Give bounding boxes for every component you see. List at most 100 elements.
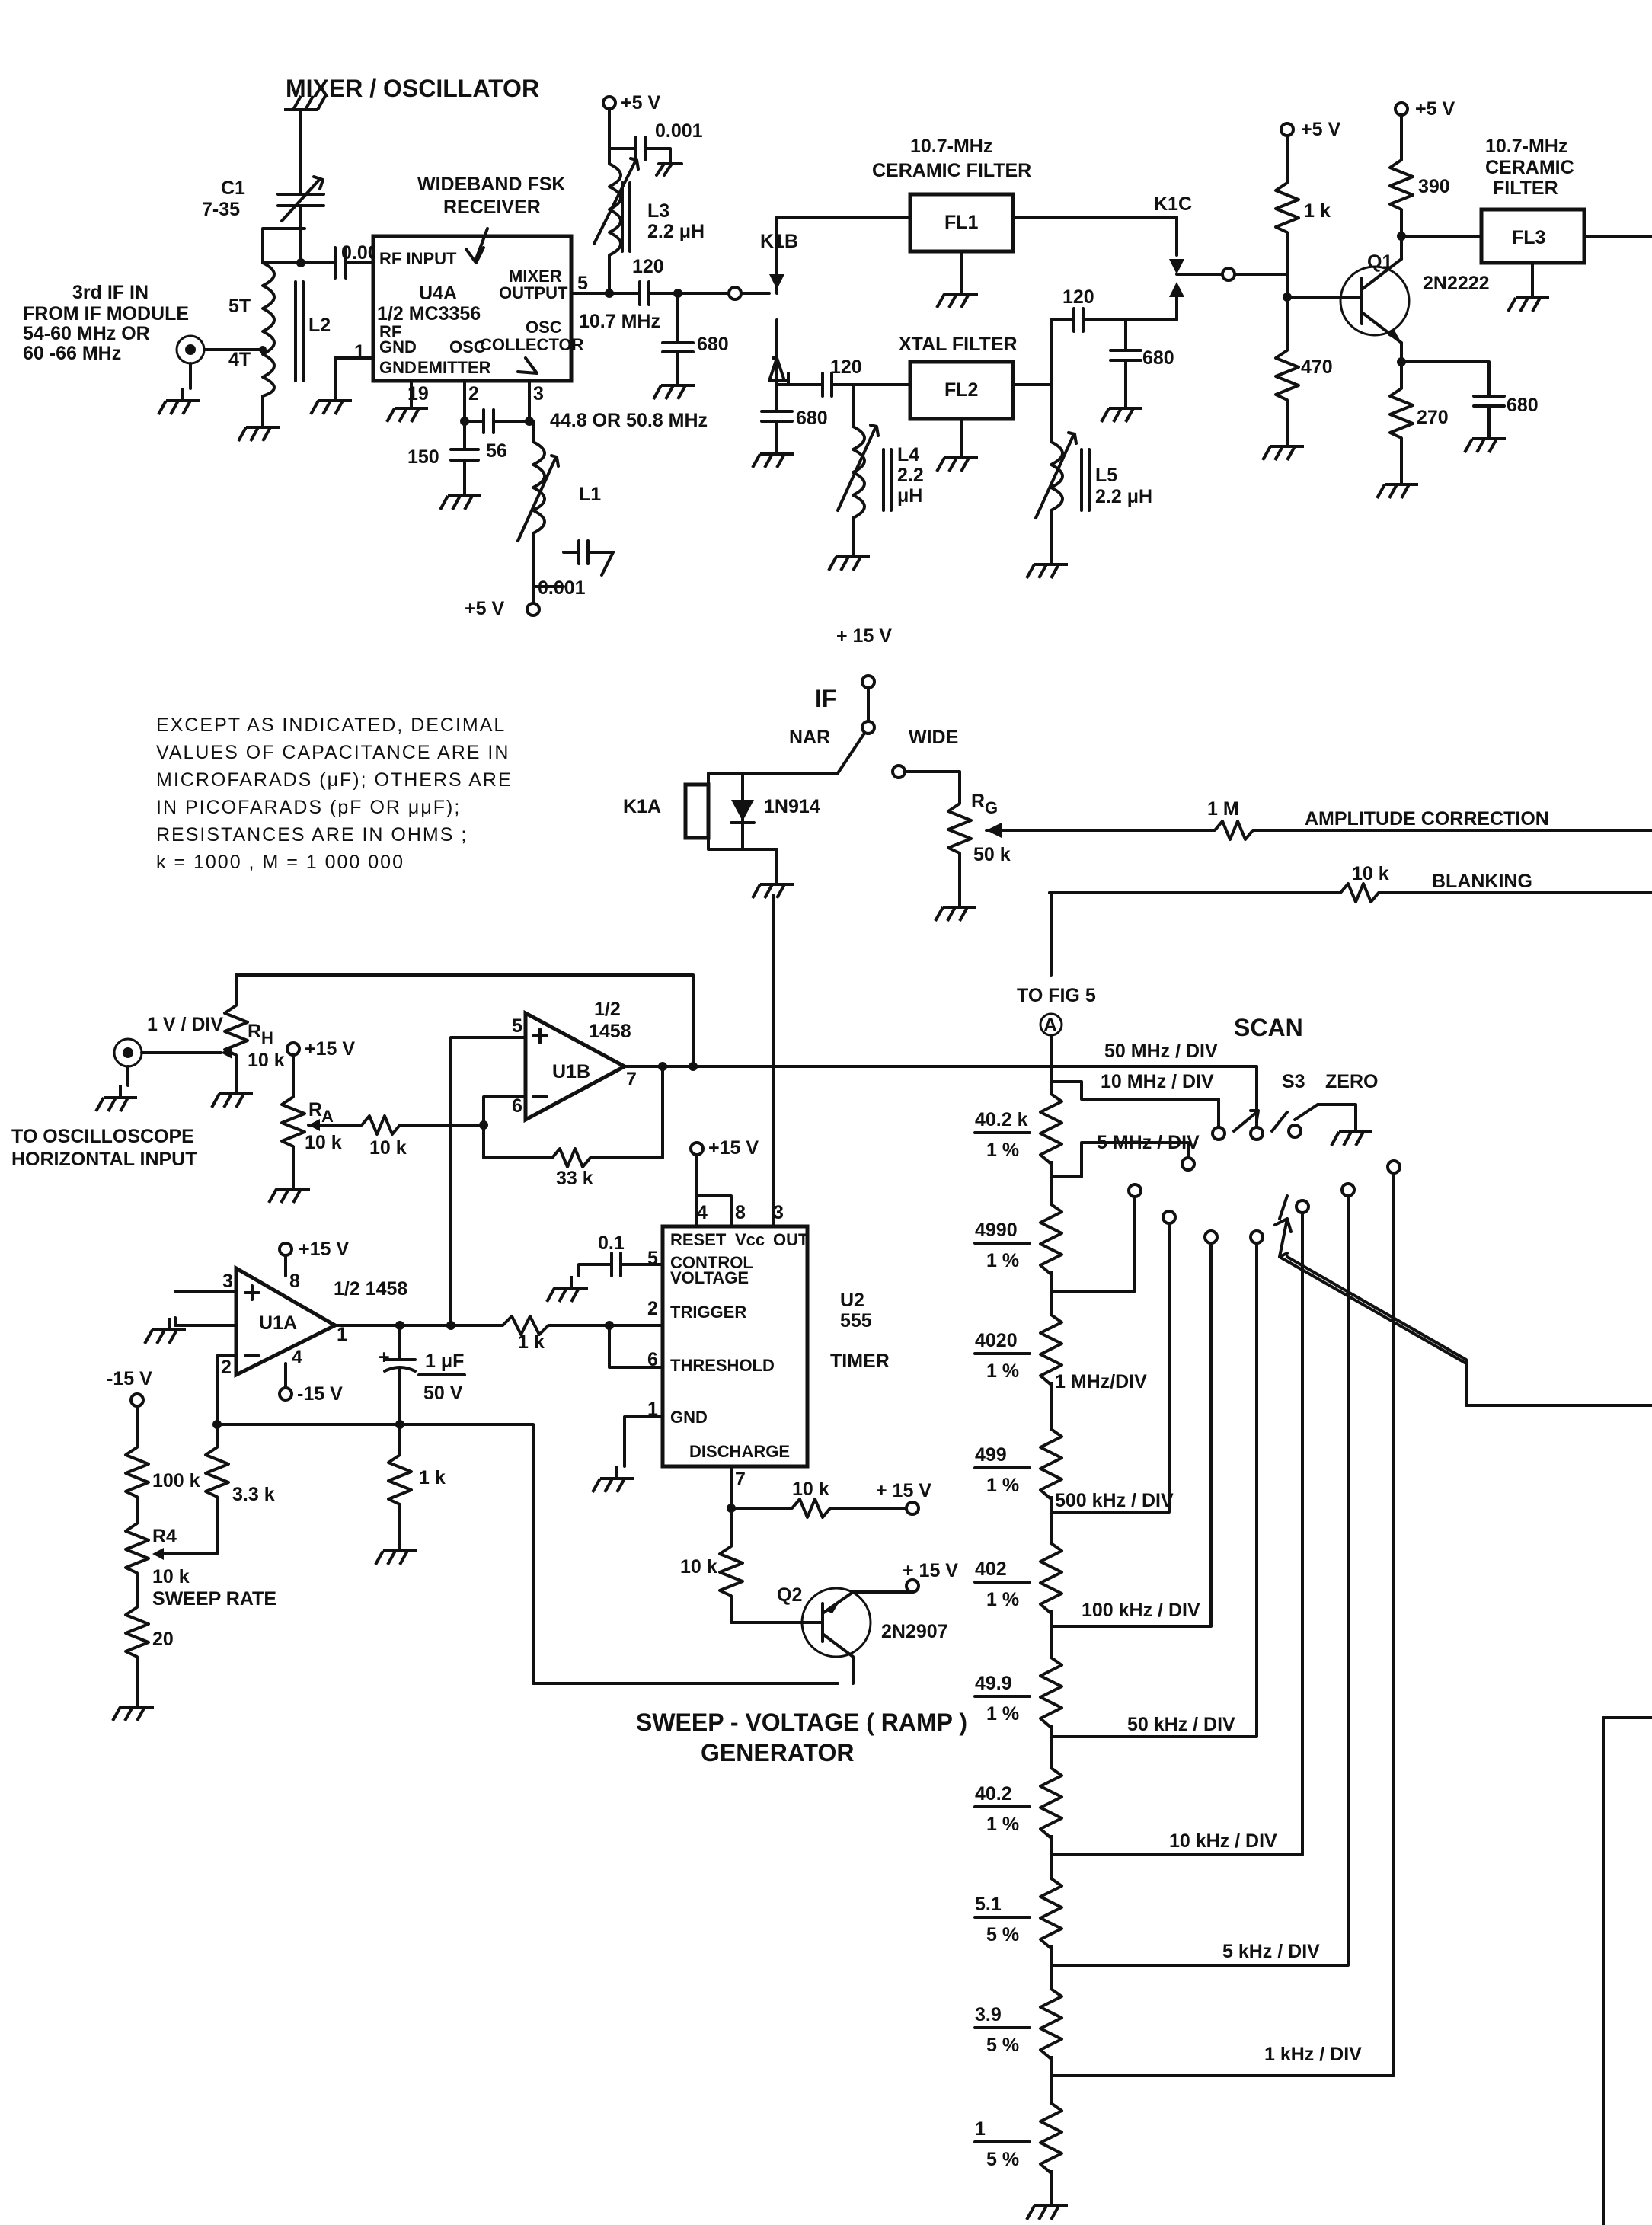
if-frequency: 10.7 MHz [579,311,660,332]
q2-r10k-b: 10 k [680,1556,717,1578]
power-15v-if: + 15 V [836,625,892,647]
cap-56-value: 56 [486,440,507,462]
u2-vcc: Vcc [735,1230,765,1249]
q2-part: 2N2907 [881,1621,948,1642]
blanking-label: BLANKING [1432,871,1532,892]
power-15v-q2b: + 15 V [903,1560,958,1581]
u1a-opamp [234,1264,340,1379]
u2-pin8: 8 [735,1202,746,1223]
scan-tap-wire-7 [1050,1210,1304,1856]
svg-text:IN PICOFARADS (pF OR μμF);: IN PICOFARADS (pF OR μμF); [156,797,461,818]
scan-tap-wire-1 [1050,1080,1220,1129]
u4a-desc-2: RECEIVER [443,197,541,218]
power-15v-u1a: +15 V [299,1239,349,1260]
r-1k-trig: 1 k [518,1331,545,1353]
osc-frequency: 44.8 OR 50.8 MHz [550,410,708,431]
fl1-label: FL1 [944,212,979,233]
fl3-title-1: 10.7-MHz [1485,136,1567,157]
u2-pin1: 1 [647,1399,658,1420]
u1a-pin1: 1 [337,1324,347,1345]
u2-control-2: VOLTAGE [670,1268,749,1287]
rh-name: R [248,1021,261,1042]
u1b-pin5: 5 [512,1015,522,1037]
ladder-value-2: 4020 [975,1330,1018,1351]
switch-contact-5[interactable] [1203,1229,1219,1245]
ladder-tol-3: 1 % [986,1475,1019,1496]
switch-contact-3[interactable] [1127,1183,1142,1198]
scan-tap-wire-2 [1050,1141,1190,1178]
switch-contact-1[interactable] [1211,1126,1226,1141]
u2-pin2: 2 [647,1298,658,1319]
power-15v-ra: +15 V [305,1038,355,1060]
ladder-tol-5: 1 % [986,1703,1019,1725]
switch-contact-0[interactable] [1249,1126,1264,1141]
u4a-desc-1: WIDEBAND FSK [417,174,565,195]
r4-name: R4 [152,1526,177,1547]
u2-control-1: CONTROL [670,1253,753,1272]
generator-label-1: SWEEP - VOLTAGE ( RAMP ) [636,1709,967,1736]
q1-name: Q1 [1367,251,1392,273]
svg-text:RESISTANCES ARE IN OHMS ;: RESISTANCES ARE IN OHMS ; [156,824,468,846]
cap-680c-value: 680 [1142,347,1174,369]
scan-range-label-7: 10 kHz / DIV [1169,1830,1277,1852]
ladder-value-4: 402 [975,1558,1007,1580]
u4a-ic [371,234,574,383]
scope-label-1: TO OSCILLOSCOPE [11,1126,194,1147]
u1b-name: U1B [552,1061,590,1082]
cap-001a-value: 0.001 [655,120,703,142]
u4a-rfgnd-1: RF [379,322,401,341]
scan-range-label-1: 10 MHz / DIV [1101,1071,1214,1092]
if-nar-label: NAR [789,727,830,748]
l5-name: L5 [1095,465,1117,486]
scan-range-label-3: 1 MHz/DIV [1055,1371,1147,1392]
c1-name: C1 [221,177,245,199]
switch-contact-2[interactable] [1181,1156,1196,1172]
cap-01: 0.1 [598,1232,625,1254]
q1-transistor [1339,257,1411,344]
switch-contact-8[interactable] [1340,1182,1356,1197]
cap-50v: 50 V [423,1383,463,1404]
switch-contact-6[interactable] [1249,1229,1264,1245]
input-label-2: FROM IF MODULE [23,303,189,324]
coil-5t: 5T [228,296,251,317]
ladder-tol-4: 1 % [986,1589,1019,1610]
cap-150-value: 150 [407,446,439,468]
switch-contact-10[interactable] [1287,1124,1302,1139]
l4-value: 2.2 [897,465,924,486]
r-33k-div: 3.3 k [232,1484,275,1505]
ladder-tol-2: 1 % [986,1360,1019,1382]
u4a-gnd: GND [379,358,417,377]
amplitude-correction: AMPLITUDE CORRECTION [1305,808,1549,830]
u2-pin3: 3 [773,1202,784,1223]
u2-threshold: THRESHOLD [670,1356,775,1375]
switch-contact-9[interactable] [1386,1159,1401,1175]
c1-value: 7-35 [202,199,240,220]
s3-label: S3 [1282,1071,1305,1092]
q1-r1k: 1 k [1304,200,1331,222]
rg-value: 50 k [973,844,1011,865]
u2-pin6: 6 [647,1349,658,1370]
rh-value: 10 k [248,1050,285,1071]
r4-desc: SWEEP RATE [152,1588,276,1610]
switch-contact-7[interactable] [1295,1199,1310,1214]
u4a-mixer-2: OUTPUT [499,283,568,302]
svg-text:MICROFARADS (μF); OTHERS ARE: MICROFARADS (μF); OTHERS ARE [156,769,513,791]
l4-unit: μH [897,485,922,507]
r-1k-gnd: 1 k [419,1467,446,1488]
scan-tap-wire-9 [1050,1172,1395,2077]
if-switch-label: IF [815,685,836,712]
relay-k1a-label: K1A [623,796,661,817]
fl3-title-2: CERAMIC [1485,157,1574,178]
if-wide-label: WIDE [909,727,958,748]
scan-range-label-6: 50 kHz / DIV [1127,1714,1235,1735]
u4a-osc-emitter-2: EMITTER [417,358,491,377]
l2-transformer [237,227,306,443]
u2-reset: RESET [670,1230,727,1249]
u2-555 [660,1224,810,1469]
switch-contact-4[interactable] [1162,1210,1177,1225]
if-input-connector [157,334,264,416]
ladder-value-9: 1 [975,2118,986,2140]
s3-rotary-switch[interactable] [1127,1109,1401,1258]
ladder-tol-7: 5 % [986,1924,1019,1945]
